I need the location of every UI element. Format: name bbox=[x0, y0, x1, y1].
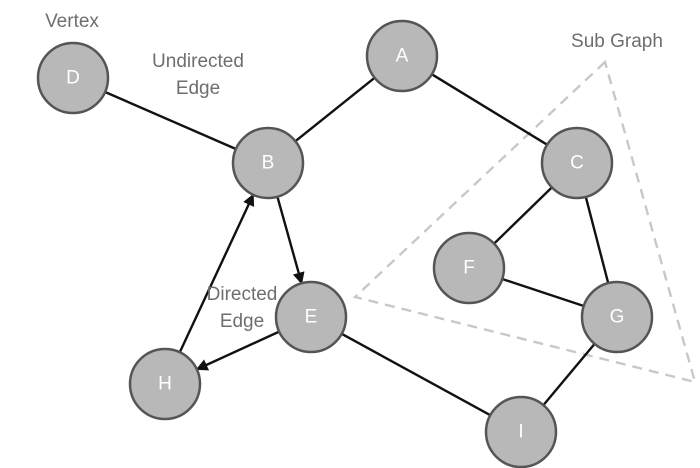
subgraph-annotation: Sub Graph bbox=[571, 31, 663, 52]
node-b: B bbox=[231, 126, 305, 200]
node-a: A bbox=[365, 19, 439, 93]
edge-c-g bbox=[584, 196, 610, 284]
edge-b-a bbox=[294, 76, 376, 143]
directed-edge-annotation-line2: Edge bbox=[220, 311, 264, 332]
edges-layer bbox=[104, 73, 610, 417]
node-label: B bbox=[262, 153, 275, 174]
node-f: F bbox=[432, 231, 506, 305]
node-circle bbox=[274, 280, 348, 354]
edge-c-f bbox=[493, 186, 553, 245]
node-label: I bbox=[518, 422, 523, 443]
node-i: I bbox=[484, 395, 558, 468]
vertex-annotation: Vertex bbox=[45, 11, 99, 32]
edge-g-i bbox=[542, 343, 596, 406]
edge-e-i bbox=[341, 332, 491, 417]
node-circle bbox=[365, 19, 439, 93]
edge-e-h bbox=[195, 330, 280, 371]
node-label: G bbox=[610, 307, 625, 328]
edge-d-b bbox=[104, 90, 237, 151]
node-circle bbox=[432, 231, 506, 305]
nodes-layer: A B C D E F G H I bbox=[36, 19, 654, 468]
node-e: E bbox=[274, 280, 348, 354]
node-g: G bbox=[580, 280, 654, 354]
node-c: C bbox=[540, 126, 614, 200]
undirected-edge-annotation-line1: Undirected bbox=[152, 51, 244, 72]
edge-h-b bbox=[178, 193, 255, 353]
node-circle bbox=[231, 126, 305, 200]
undirected-edge-annotation-line2: Edge bbox=[176, 78, 220, 99]
edge-f-g bbox=[501, 277, 585, 308]
node-circle bbox=[580, 280, 654, 354]
node-label: E bbox=[305, 307, 318, 328]
node-label: A bbox=[396, 46, 409, 67]
node-label: F bbox=[463, 258, 475, 279]
node-h: H bbox=[128, 347, 202, 421]
edge-a-c bbox=[431, 73, 548, 146]
node-label: D bbox=[66, 68, 80, 89]
node-circle bbox=[36, 41, 110, 115]
directed-edge-annotation-line1: Directed bbox=[207, 284, 278, 305]
node-circle bbox=[540, 126, 614, 200]
node-label: C bbox=[570, 153, 584, 174]
node-label: H bbox=[158, 374, 172, 395]
edge-b-e bbox=[276, 196, 305, 285]
node-d: D bbox=[36, 41, 110, 115]
subgraph-outline bbox=[352, 59, 697, 384]
node-circle bbox=[484, 395, 558, 468]
node-circle bbox=[128, 347, 202, 421]
